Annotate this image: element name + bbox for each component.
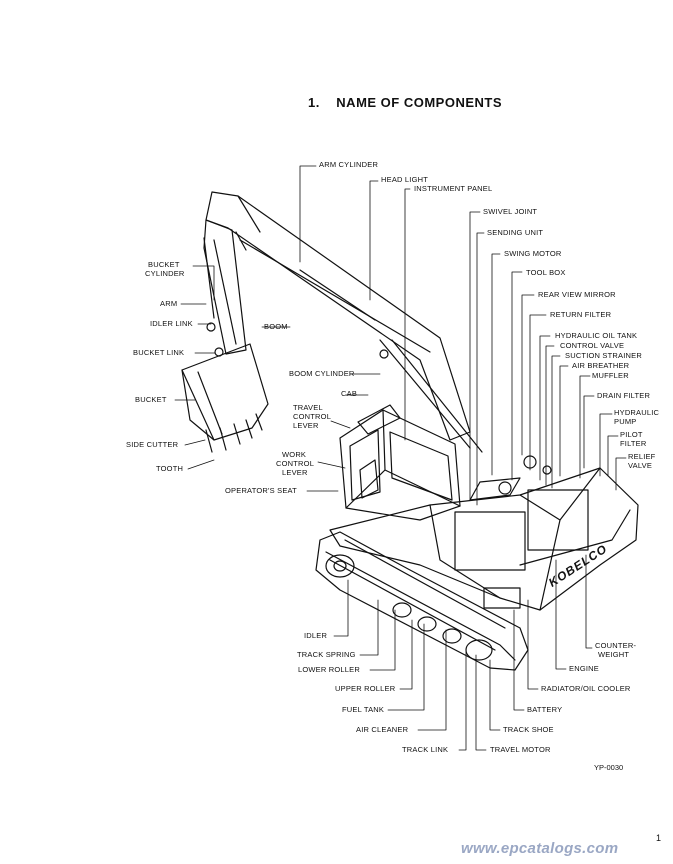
label-work-control-lever-line1: WORK [282,450,307,459]
boom [205,191,483,453]
label-bucket: BUCKET [135,395,167,404]
label-travel-motor: TRAVEL MOTOR [490,745,551,754]
page-title: 1. NAME OF COMPONENTS [308,95,503,110]
label-swing-motor: SWING MOTOR [504,249,562,258]
upper-structure [329,455,639,611]
label-control-valve: CONTROL VALVE [560,341,625,350]
watermark: www.epcatalogs.com [461,840,619,857]
label-battery: BATTERY [527,705,563,714]
label-tooth: TOOTH [156,464,184,473]
label-air-breather: AIR BREATHER [572,361,630,370]
label-arm-cylinder: ARM CYLINDER [319,160,379,169]
label-hydraulic-pump-line2: PUMP [614,417,637,426]
label-bucket-link: BUCKET LINK [133,348,185,357]
label-cab: CAB [341,389,358,398]
label-upper-roller: UPPER ROLLER [335,684,396,693]
label-pilot-filter-line2: FILTER [620,439,647,448]
leader-lines [174,165,627,751]
label-travel-control-lever-line3: LEVER [293,421,319,430]
label-air-cleaner: AIR CLEANER [356,725,409,734]
label-bucket-cylinder-line2: CYLINDER [145,269,185,278]
label-suction-strainer: SUCTION STRAINER [565,351,642,360]
label-bucket-cylinder-line1: BUCKET [148,260,180,269]
label-track-spring: TRACK SPRING [297,650,356,659]
label-counterweight-line2: WEIGHT [598,650,630,659]
label-tool-box: TOOL BOX [526,268,566,277]
crawler-track [315,531,529,671]
label-fuel-tank: FUEL TANK [342,705,385,714]
label-engine: ENGINE [569,664,599,673]
label-sending-unit: SENDING UNIT [487,228,544,237]
label-boom-cylinder: BOOM CYLINDER [289,369,355,378]
page-number: 1 [656,833,662,843]
label-head-light: HEAD LIGHT [381,175,429,184]
label-drain-filter: DRAIN FILTER [597,391,651,400]
label-operators-seat: OPERATOR'S SEAT [225,486,297,495]
label-muffler: MUFFLER [592,371,629,380]
label-relief-valve-line1: RELIEF [628,452,656,461]
label-boom: BOOM [264,322,288,331]
label-travel-control-lever-line2: CONTROL [293,412,332,421]
label-relief-valve-line2: VALVE [628,461,653,470]
label-arm: ARM [160,299,178,308]
label-travel-control-lever-line1: TRAVEL [293,403,323,412]
label-hydraulic-oil-tank: HYDRAULIC OIL TANK [555,331,638,340]
label-radiator-oil-cooler: RADIATOR/OIL COOLER [541,684,631,693]
label-lower-roller: LOWER ROLLER [298,665,360,674]
label-swivel-joint: SWIVEL JOINT [483,207,538,216]
label-track-link: TRACK LINK [402,745,449,754]
label-work-control-lever-line2: CONTROL [276,459,315,468]
label-idler: IDLER [304,631,328,640]
bucket [181,343,269,453]
label-rear-view-mirror: REAR VIEW MIRROR [538,290,616,299]
label-work-control-lever-line3: LEVER [282,468,308,477]
label-pilot-filter-line1: PILOT [620,430,643,439]
figure-code: YP-0030 [594,763,624,772]
arm [203,219,247,357]
label-side-cutter: SIDE CUTTER [126,440,179,449]
label-instrument-panel: INSTRUMENT PANEL [414,184,493,193]
label-return-filter: RETURN FILTER [550,310,612,319]
label-idler-link: IDLER LINK [150,319,193,328]
label-hydraulic-pump-line1: HYDRAULIC [614,408,660,417]
cab [339,404,461,521]
label-track-shoe: TRACK SHOE [503,725,554,734]
label-counterweight-line1: COUNTER- [595,641,637,650]
